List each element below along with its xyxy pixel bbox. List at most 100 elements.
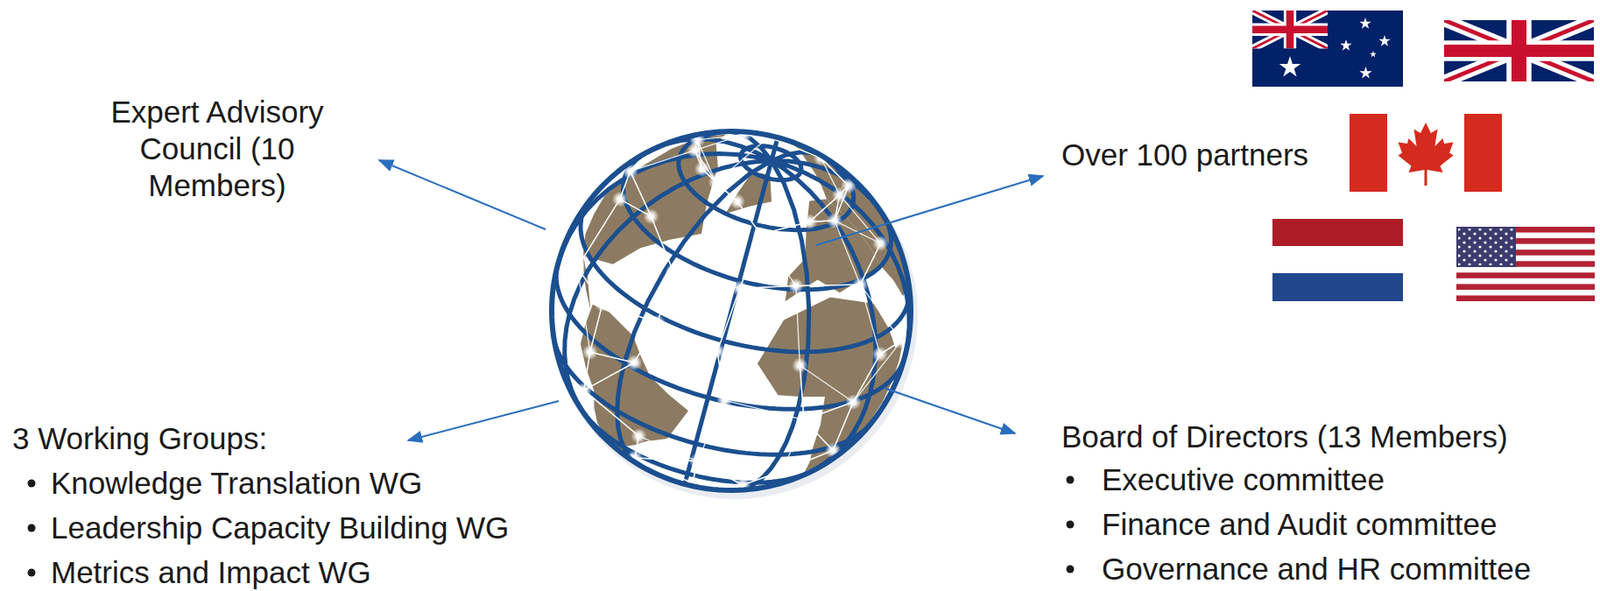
network-node (694, 161, 711, 177)
network-node (796, 412, 812, 429)
globe-outline (551, 131, 911, 491)
network-line (602, 303, 658, 323)
bullet (1066, 476, 1075, 485)
network-line (584, 362, 635, 391)
network-node (774, 463, 790, 480)
network-line (852, 340, 902, 402)
network-line (657, 271, 674, 323)
leader-arrow (379, 160, 546, 230)
network-node (649, 315, 666, 332)
network-node (729, 193, 746, 210)
label-text: Board of Directors (13 Members) (1061, 418, 1509, 456)
network-line (859, 284, 902, 341)
network-node (689, 453, 705, 470)
label-text: Knowledge Translation WG (50, 465, 423, 502)
network-line (657, 271, 674, 323)
network-line (740, 234, 762, 289)
network-line (761, 234, 797, 287)
network-line (852, 354, 881, 403)
network-line (717, 288, 741, 352)
network-node (872, 235, 889, 252)
network-line (634, 458, 698, 462)
network-node (626, 354, 642, 371)
network-line (673, 271, 741, 289)
label-text: Leadership Capacity Building WG (50, 509, 509, 547)
network-line (796, 284, 860, 286)
uk-flag (1444, 20, 1594, 82)
network-line (799, 365, 804, 420)
globe-illustration (551, 126, 918, 500)
network-line (796, 285, 801, 366)
label-text: Executive committee (1101, 461, 1385, 499)
flag-stripe (1456, 283, 1595, 290)
network-line (634, 458, 698, 462)
leader-arrow (408, 401, 559, 441)
network-node (665, 263, 682, 280)
label-text: 3 Working Groups: (12, 420, 268, 458)
flag-stripe (1456, 272, 1595, 279)
network-line (717, 288, 741, 352)
network-node (582, 344, 599, 360)
leader-arrow (816, 176, 1044, 246)
network-line (799, 365, 853, 402)
network-node (788, 277, 804, 294)
network-node (594, 296, 611, 312)
network-line (834, 220, 860, 285)
continent-shape (583, 133, 726, 310)
globe-sphere (551, 131, 911, 491)
network-node (826, 212, 843, 229)
network-node (801, 213, 818, 230)
network-line (859, 284, 881, 354)
network-node (845, 394, 861, 410)
network-node (852, 276, 868, 293)
network-node (732, 280, 748, 297)
network-node (753, 226, 769, 243)
network-line (724, 400, 804, 421)
network-node (643, 208, 660, 225)
bullet (28, 479, 36, 488)
network-line (852, 354, 881, 403)
leader-arrows (379, 160, 1044, 441)
network-line (638, 436, 698, 462)
network-line (740, 285, 797, 289)
canada-flag (1349, 113, 1502, 192)
network-node (709, 343, 726, 360)
network-node (716, 392, 733, 409)
usa-flag (1456, 226, 1595, 302)
bullet (1066, 565, 1075, 574)
continent-shape (757, 297, 904, 473)
network-node (872, 346, 889, 363)
flag-stripe (1456, 295, 1595, 302)
network-node (630, 428, 647, 445)
network-node (791, 357, 808, 374)
network-line (584, 362, 635, 391)
netherlands-flag (1272, 218, 1403, 302)
australia-flag (1252, 10, 1403, 87)
network-line (657, 323, 718, 352)
network-node (686, 142, 703, 159)
network-line (584, 390, 640, 437)
network-line (602, 303, 658, 323)
network-line (584, 390, 640, 437)
label-text: Over 100 partners (1061, 136, 1309, 174)
bullet (28, 524, 36, 533)
leader-arrow (883, 387, 1015, 434)
network-node (576, 382, 593, 399)
network-line (796, 284, 860, 286)
network-line (716, 137, 769, 184)
network-line (740, 234, 762, 289)
network-line (740, 285, 797, 289)
network-node (569, 259, 586, 275)
bullet (1066, 521, 1075, 529)
network-line (799, 365, 804, 420)
label-text: Metrics and Impact WG (50, 554, 372, 591)
label-text: Expert Advisory Council (10 Members) (81, 93, 353, 205)
network-node (708, 174, 725, 191)
network-line (651, 216, 674, 272)
bullet (28, 569, 36, 578)
network-node (612, 191, 628, 208)
label-text: Finance and Audit committee (1101, 506, 1497, 543)
network-line (651, 216, 674, 272)
